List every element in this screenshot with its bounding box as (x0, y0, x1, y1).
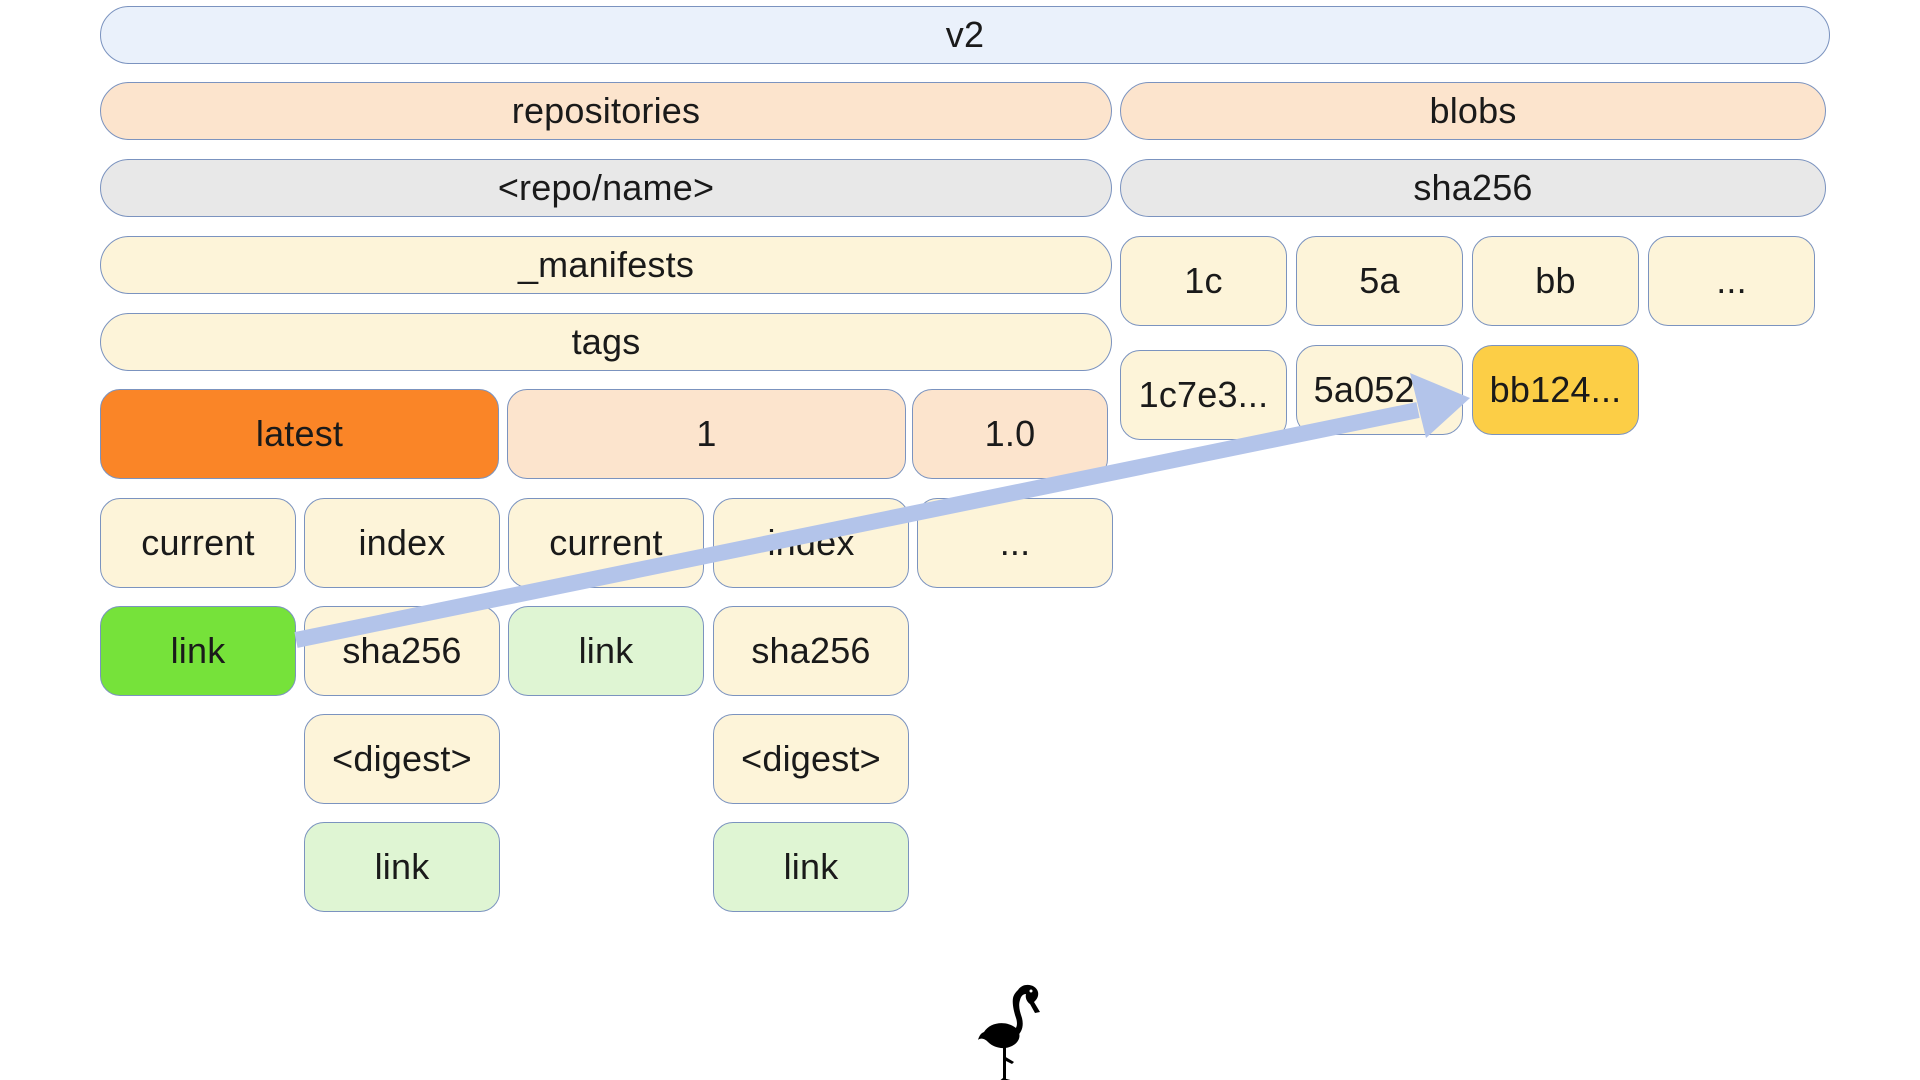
node-latest-index-sha256: sha256 (304, 606, 500, 696)
node-tag-latest: latest (100, 389, 499, 479)
node-tags-more: ... (917, 498, 1113, 588)
node-tags: tags (100, 313, 1112, 371)
node-tag-1-0: 1.0 (912, 389, 1108, 479)
node-latest-current: current (100, 498, 296, 588)
flamingo-icon (978, 984, 1040, 1080)
node-manifests: _manifests (100, 236, 1112, 294)
node-blob-prefix-5a: 5a (1296, 236, 1463, 326)
node-1-current-link: link (508, 606, 704, 696)
node-blob-prefix-1c: 1c (1120, 236, 1287, 326)
node-1-current: current (508, 498, 704, 588)
node-tag-1: 1 (507, 389, 906, 479)
node-v2: v2 (100, 6, 1830, 64)
node-latest-current-link: link (100, 606, 296, 696)
node-1-index-link: link (713, 822, 909, 912)
node-blob-bb124: bb124... (1472, 345, 1639, 435)
node-1-index: index (713, 498, 909, 588)
node-blob-1c7e3: 1c7e3... (1120, 350, 1287, 440)
node-1-index-sha256: sha256 (713, 606, 909, 696)
node-blob-prefix-bb: bb (1472, 236, 1639, 326)
node-latest-index: index (304, 498, 500, 588)
node-latest-index-digest: <digest> (304, 714, 500, 804)
node-blob-5a052: 5a052... (1296, 345, 1463, 435)
node-blobs: blobs (1120, 82, 1826, 140)
node-blobs-sha256: sha256 (1120, 159, 1826, 217)
node-1-index-digest: <digest> (713, 714, 909, 804)
node-repositories: repositories (100, 82, 1112, 140)
node-blob-prefix-more: ... (1648, 236, 1815, 326)
node-latest-index-link: link (304, 822, 500, 912)
node-repo-name: <repo/name> (100, 159, 1112, 217)
